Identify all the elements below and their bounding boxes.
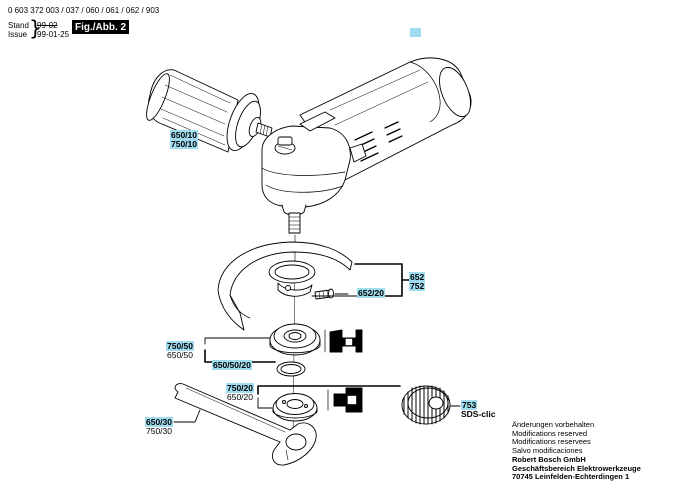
company-division: Geschäftsbereich Elektrowerkzeuge: [512, 463, 641, 473]
part-650-20: 650/20: [227, 392, 253, 402]
flange-drawing: [269, 323, 321, 356]
part-750-30: 750/30: [146, 426, 172, 436]
callout-handle: 650/10 750/10: [170, 130, 198, 149]
callout-flange: 750/50 650/50: [166, 341, 194, 360]
callout-guard: 652 752: [409, 272, 426, 291]
footer-line-en: Modifications reserved: [512, 428, 588, 438]
brace-icon: }: [29, 16, 42, 40]
part-650-50-20: 650/50/20: [212, 360, 252, 370]
nut-side-drawing: [327, 387, 363, 413]
part-650-30: 650/30: [145, 417, 173, 427]
guard-drawing: [217, 241, 353, 331]
part-652-20: 652/20: [357, 288, 385, 298]
callout-spanner: 650/30 750/30: [145, 417, 173, 436]
part-750-50: 750/50: [166, 341, 194, 351]
stand-issue-values: 99-02 99-01-25: [37, 21, 69, 39]
footer-line-es: Salvo modificaciones: [512, 446, 583, 456]
issue-value: 99-01-25: [37, 30, 70, 39]
highlight-swatch: [410, 28, 421, 37]
part-650-10: 650/10: [170, 130, 198, 140]
part-652: 652: [409, 272, 426, 282]
stand-label: Stand: [8, 21, 29, 30]
sds-clic-label: SDS-clic: [461, 409, 496, 419]
guard-screw-drawing: [314, 288, 334, 300]
clamping-nut-drawing: [272, 393, 318, 422]
footer-line-fr: Modifications reservees: [512, 437, 591, 447]
figure-label: Fig./Abb. 2: [72, 20, 130, 34]
stand-value: 99-02: [37, 21, 58, 30]
part-753: 753: [461, 400, 478, 410]
callout-nut: 750/20 650/20: [226, 383, 254, 402]
callout-o-ring: 650/50/20: [212, 360, 252, 370]
spanner-drawing: [174, 383, 317, 466]
part-650-50: 650/50: [167, 350, 193, 360]
flange-side-drawing: [324, 329, 363, 353]
callout-guard-screw: 652/20: [357, 288, 385, 298]
company-name: Robert Bosch GmbH: [512, 454, 586, 464]
callout-sds-nut: 753 SDS-clic: [461, 400, 496, 419]
company-address: 70745 Leinfelden-Echterdingen 1: [512, 472, 630, 482]
footer-notes: Änderungen vorbehalten Modifications res…: [512, 420, 641, 482]
document-number: 0 603 372 003 / 037 / 060 / 061 / 062 / …: [8, 6, 160, 15]
footer-line-de: Änderungen vorbehalten: [512, 420, 595, 429]
part-752: 752: [409, 281, 426, 291]
sds-clic-nut-drawing: [401, 385, 451, 425]
grinder-body-drawing: [261, 57, 472, 234]
part-750-20: 750/20: [226, 383, 254, 393]
part-750-10: 750/10: [170, 139, 198, 149]
side-handle-drawing: [146, 69, 273, 153]
issue-label: Issue: [8, 30, 28, 39]
stand-issue-labels: Stand Issue: [8, 21, 29, 39]
